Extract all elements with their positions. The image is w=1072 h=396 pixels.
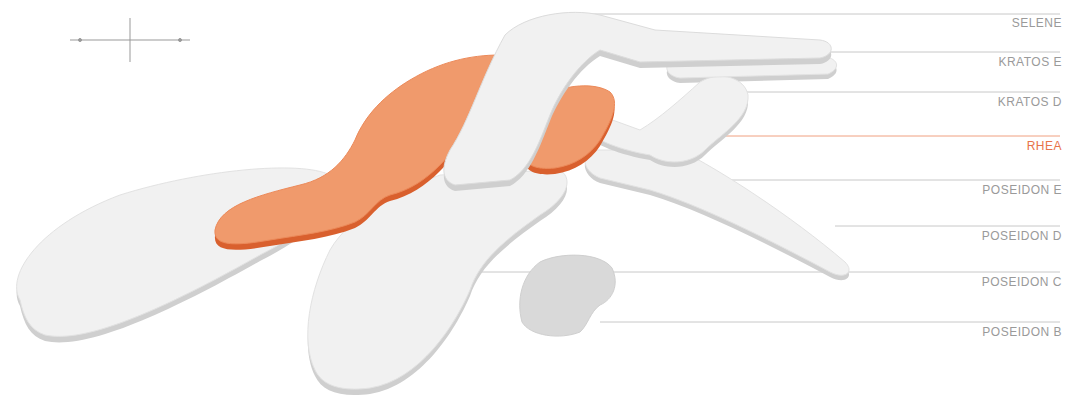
- part-label: SELENE: [1012, 16, 1062, 30]
- part-label: RHEA: [1027, 139, 1062, 153]
- part-label: KRATOS E: [998, 55, 1062, 69]
- part-label: KRATOS D: [998, 95, 1062, 109]
- floor-plates: [17, 12, 849, 395]
- compass: [70, 18, 190, 62]
- part-label: POSEIDON C: [982, 275, 1062, 289]
- part-label: POSEIDON E: [982, 183, 1062, 197]
- part-label: POSEIDON D: [982, 229, 1062, 243]
- part-label: POSEIDON B: [982, 325, 1062, 339]
